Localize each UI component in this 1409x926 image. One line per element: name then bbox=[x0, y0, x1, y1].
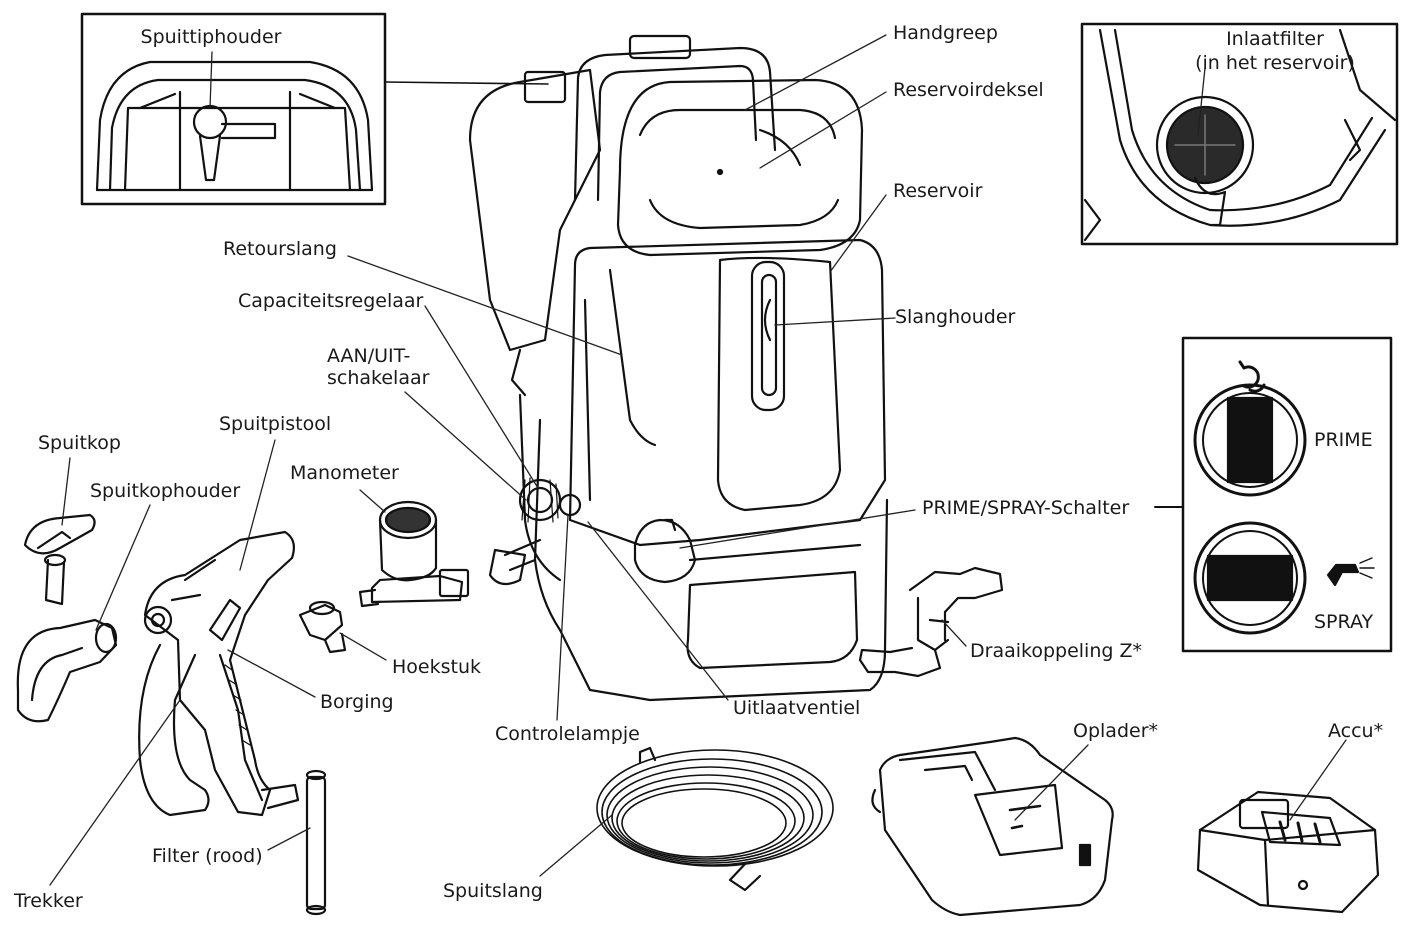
label-draaikoppeling: Draaikoppeling Z* bbox=[970, 640, 1142, 662]
label-oplader: Oplader* bbox=[1073, 720, 1158, 742]
inlet-filter-inset-art bbox=[1080, 22, 1399, 246]
label-inlaatfilter: Inlaatfilter bbox=[1226, 28, 1324, 50]
label-spuitslang: Spuitslang bbox=[443, 880, 543, 902]
label-retourslang: Retourslang bbox=[223, 238, 337, 260]
spray-tip-art bbox=[23, 513, 96, 606]
label-capaciteitsregelaar: Capaciteitsregelaar bbox=[238, 290, 424, 312]
label-hoekstuk: Hoekstuk bbox=[392, 656, 481, 678]
spray-tip-guard-art bbox=[16, 618, 118, 723]
label-spuitpistool: Spuitpistool bbox=[219, 413, 332, 435]
prime-spray-panel-art bbox=[1181, 336, 1393, 653]
label-spuittiphouder: Spuittiphouder bbox=[140, 26, 282, 48]
label-accu: Accu* bbox=[1328, 720, 1384, 742]
label-filter-rood: Filter (rood) bbox=[152, 845, 263, 867]
label-slanghouder: Slanghouder bbox=[895, 306, 1016, 328]
backpack-sprayer-art bbox=[468, 34, 889, 702]
label-borging: Borging bbox=[320, 691, 394, 713]
label-controlelampje: Controlelampje bbox=[495, 723, 640, 745]
label-manometer: Manometer bbox=[290, 462, 399, 484]
swivel-z-art bbox=[858, 566, 1004, 678]
charger-art bbox=[871, 736, 1114, 917]
label-aan-uit-1: AAN/UIT- bbox=[327, 345, 411, 367]
spray-gun-art bbox=[138, 530, 300, 817]
spray-hose-art bbox=[596, 746, 834, 892]
label-reservoir: Reservoir bbox=[893, 180, 983, 202]
label-spray: SPRAY bbox=[1314, 611, 1374, 633]
label-prime: PRIME bbox=[1314, 429, 1373, 451]
spray-tip-holder-inset-art bbox=[80, 12, 387, 206]
label-aan-uit-2: schakelaar bbox=[327, 367, 430, 389]
label-prime-spray-schalter: PRIME/SPRAY-Schalter bbox=[922, 497, 1130, 519]
label-reservoirdeksel: Reservoirdeksel bbox=[893, 79, 1044, 101]
label-inlaatfilter-note: (in het reservoir) bbox=[1195, 52, 1355, 74]
label-spuitkophouder: Spuitkophouder bbox=[90, 480, 241, 502]
label-spuitkop: Spuitkop bbox=[38, 432, 121, 454]
label-handgreep: Handgreep bbox=[893, 22, 998, 44]
battery-art bbox=[1196, 790, 1380, 914]
label-trekker: Trekker bbox=[14, 890, 83, 912]
red-filter-art bbox=[305, 769, 327, 916]
manometer-art bbox=[358, 500, 470, 608]
leader-lines bbox=[49, 34, 1347, 886]
label-uitlaatventiel: Uitlaatventiel bbox=[733, 697, 861, 719]
elbow-fitting-art bbox=[298, 600, 347, 654]
